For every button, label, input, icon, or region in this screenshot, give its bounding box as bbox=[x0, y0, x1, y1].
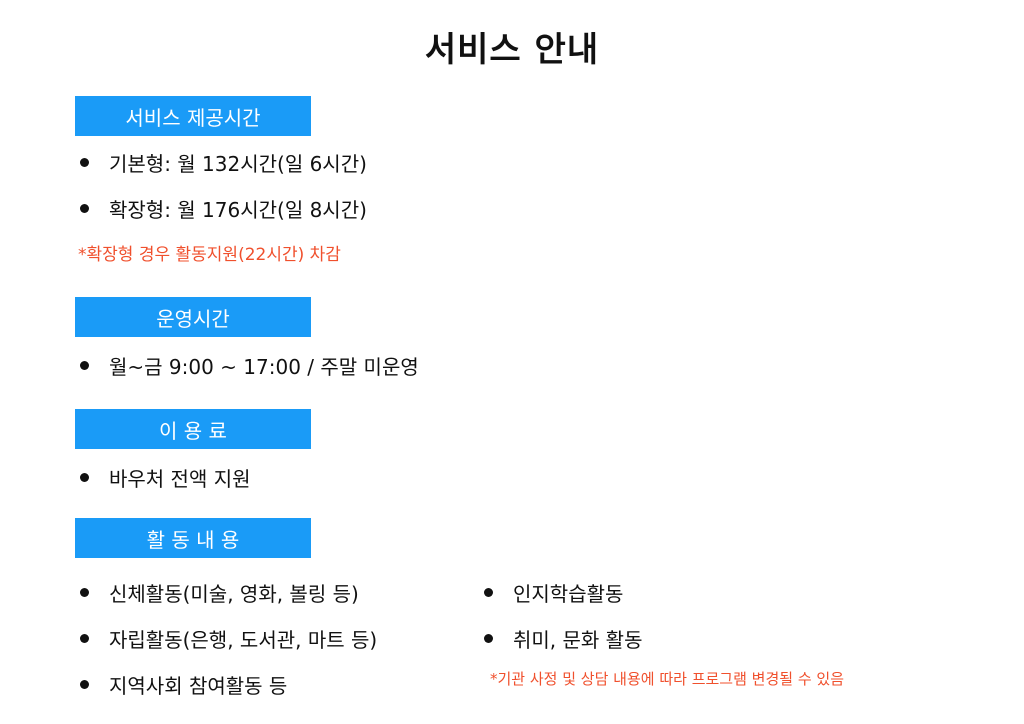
list-item: 신체활동(미술, 영화, 볼링 등) bbox=[80, 578, 359, 607]
page-title: 서비스 안내 bbox=[424, 30, 600, 70]
list-item: 자립활동(은행, 도서관, 마트 등) bbox=[80, 624, 377, 653]
bullet-icon bbox=[80, 473, 89, 482]
list-item-text: 월~금 9:00 ~ 17:00 / 주말 미운영 bbox=[109, 355, 419, 379]
bullet-icon bbox=[484, 588, 493, 597]
bullet-icon bbox=[80, 680, 89, 689]
list-item: 인지학습활동 bbox=[484, 578, 623, 607]
activities-note: *기관 사정 및 상담 내용에 따라 프로그램 변경될 수 있음 bbox=[490, 670, 845, 688]
bullet-icon bbox=[80, 361, 89, 370]
bullet-icon bbox=[80, 634, 89, 643]
list-item-text: 바우처 전액 지원 bbox=[109, 467, 251, 491]
list-item: 확장형: 월 176시간(일 8시간) bbox=[80, 194, 367, 223]
hours-note: *확장형 경우 활동지원(22시간) 차감 bbox=[78, 245, 341, 265]
list-item: 월~금 9:00 ~ 17:00 / 주말 미운영 bbox=[80, 351, 419, 380]
section-header-fee: 이 용 료 bbox=[75, 409, 311, 449]
list-item: 기본형: 월 132시간(일 6시간) bbox=[80, 148, 367, 177]
list-item-text: 취미, 문화 활동 bbox=[513, 628, 643, 652]
section-header-operation-hours: 운영시간 bbox=[75, 297, 311, 337]
section-header-activities: 활 동 내 용 bbox=[75, 518, 311, 558]
list-item-text: 자립활동(은행, 도서관, 마트 등) bbox=[109, 628, 378, 652]
list-item-text: 신체활동(미술, 영화, 볼링 등) bbox=[109, 582, 359, 606]
section-header-service-hours: 서비스 제공시간 bbox=[75, 96, 311, 136]
bullet-icon bbox=[80, 588, 89, 597]
bullet-icon bbox=[484, 634, 493, 643]
list-item-text: 인지학습활동 bbox=[513, 582, 624, 606]
list-item-text: 확장형: 월 176시간(일 8시간) bbox=[109, 198, 367, 222]
list-item: 바우처 전액 지원 bbox=[80, 463, 251, 492]
list-item-text: 기본형: 월 132시간(일 6시간) bbox=[109, 152, 367, 176]
list-item: 지역사회 참여활동 등 bbox=[80, 670, 287, 699]
list-item-text: 지역사회 참여활동 등 bbox=[109, 674, 288, 698]
bullet-icon bbox=[80, 204, 89, 213]
bullet-icon bbox=[80, 158, 89, 167]
list-item: 취미, 문화 활동 bbox=[484, 624, 642, 653]
